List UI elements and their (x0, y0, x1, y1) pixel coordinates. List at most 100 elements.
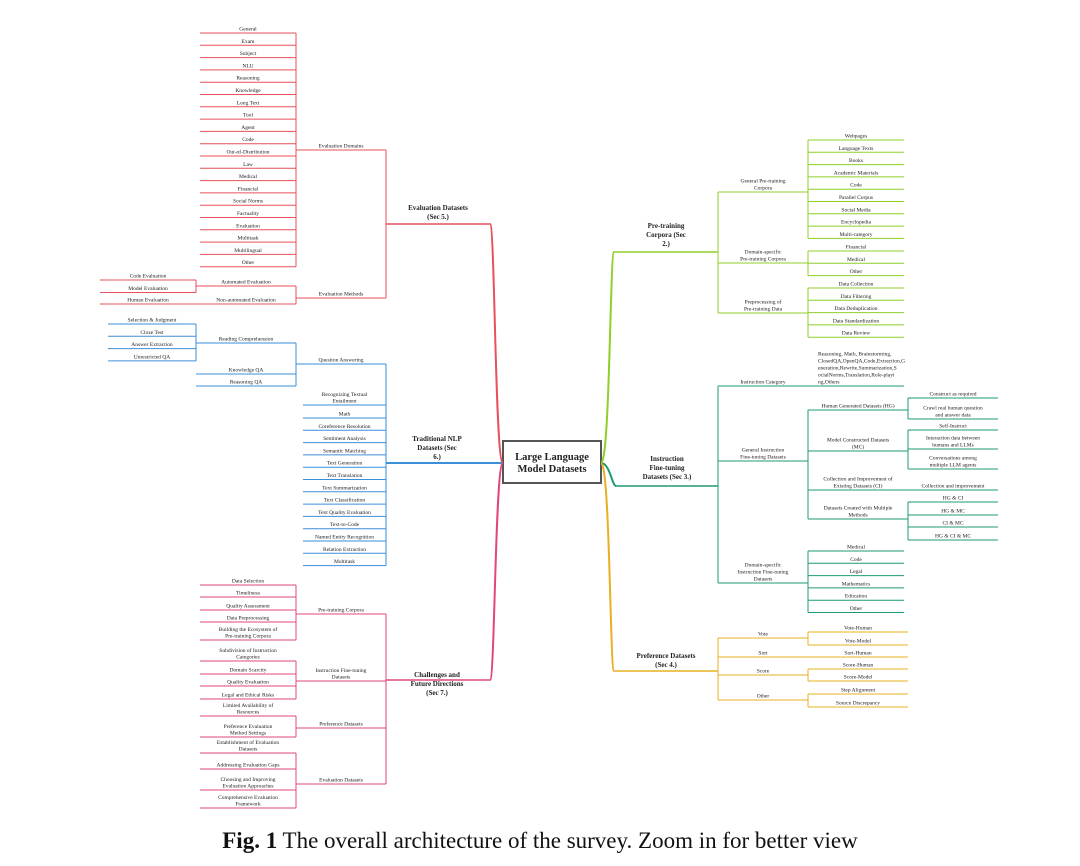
leaf-pre-general-language-texts: Language Texts (839, 146, 874, 152)
svg-text:Preference Evaluation: Preference Evaluation (224, 723, 273, 730)
svg-text:Preference Datasets: Preference Datasets (319, 721, 363, 728)
svg-text:Books: Books (849, 158, 863, 164)
svg-text:General Pre-training: General Pre-training (740, 179, 785, 185)
leaf-pre-proc-data-deduplication: Data Deduplication (835, 306, 878, 312)
svg-text:Score-Human: Score-Human (843, 663, 874, 669)
svg-text:Pre-training Corpora: Pre-training Corpora (225, 634, 271, 640)
node-preference-other: Other (757, 694, 770, 700)
svg-text:(MC): (MC) (852, 444, 864, 451)
svg-text:Code Evaluation: Code Evaluation (130, 274, 167, 280)
leaf-nlp-sentiment-analysis: Sentiment Analysis (323, 436, 366, 442)
leaf-instr-hg-ci: HG & CI (943, 496, 964, 502)
svg-text:Future Directions: Future Directions (411, 680, 464, 688)
leaf-eval-out-of-distribution: Out-of-Distribution (226, 149, 269, 156)
svg-text:Medical: Medical (239, 174, 257, 180)
leaf-eval-multilingual: Multilingual (234, 248, 262, 254)
leaf-eval-human-human-evaluation: Human Evaluation (127, 298, 169, 304)
leaf-pref-sort-human: Sort-Human (844, 651, 871, 657)
node-preference-sort: Sort (758, 651, 768, 657)
svg-text:Sort: Sort (758, 651, 768, 657)
svg-text:Pre-training: Pre-training (648, 222, 685, 230)
leaf-nlp-text-classification: Text Classification (324, 497, 366, 504)
svg-text:Coreference Resolution: Coreference Resolution (318, 423, 370, 430)
svg-text:Limited Availability of: Limited Availability of (223, 702, 273, 709)
svg-text:Large Language: Large Language (515, 452, 589, 463)
svg-text:Instruction: Instruction (650, 455, 684, 463)
svg-text:Other: Other (757, 694, 770, 700)
svg-text:2.): 2.) (662, 240, 670, 248)
leaf-pref-step-alignment: Step Alignment (841, 688, 876, 694)
svg-text:Legal: Legal (850, 569, 863, 575)
leaf-pre-general-books: Books (849, 158, 863, 164)
leaf-pre-domain-other: Other (850, 269, 863, 275)
svg-text:Step Alignment: Step Alignment (841, 688, 876, 694)
svg-text:Other: Other (242, 260, 255, 266)
svg-text:ClosedQA,OpenQA,Code,Extractio: ClosedQA,OpenQA,Code,Extraction,G (818, 359, 905, 365)
svg-text:General Instruction: General Instruction (742, 448, 785, 454)
leaf-challenge-quality-evaluation: Quality Evaluation (227, 680, 269, 686)
leaf-eval-social-norms: Social Norms (233, 199, 263, 205)
svg-text:Multi-category: Multi-category (840, 232, 873, 238)
leaf-eval-medical: Medical (239, 174, 257, 180)
leaf-instr-domain-mathematics: Mathematics (842, 581, 870, 587)
svg-text:Evaluation Approaches: Evaluation Approaches (222, 784, 273, 790)
svg-text:Instruction Category: Instruction Category (740, 380, 786, 386)
leaf-instr-domain-other: Other (850, 606, 863, 612)
svg-text:ocialNorms,Translation,Role-pl: ocialNorms,Translation,Role-playi (818, 373, 895, 379)
svg-text:Vote-Human: Vote-Human (844, 626, 872, 632)
svg-text:Challenges and: Challenges and (414, 671, 460, 679)
leaf-nlp-text-quality-evaluation: Text Quality Evaluation (318, 510, 371, 516)
svg-text:Traditional NLP: Traditional NLP (412, 435, 462, 443)
svg-text:Webpages: Webpages (845, 134, 867, 140)
svg-text:Score: Score (757, 669, 770, 675)
svg-text:Text Summarization: Text Summarization (322, 485, 367, 491)
svg-text:CI & MC: CI & MC (942, 521, 963, 527)
svg-text:Score-Model: Score-Model (844, 675, 873, 681)
svg-text:Collection and improvement: Collection and improvement (922, 484, 985, 490)
svg-text:Tool: Tool (243, 113, 253, 119)
svg-text:(Sec 4.): (Sec 4.) (655, 661, 677, 669)
leaf-eval-evaluation: Evaluation (236, 223, 260, 229)
svg-text:and answer data: and answer data (935, 413, 971, 419)
svg-text:Text Translation: Text Translation (327, 473, 363, 479)
svg-text:Language Texts: Language Texts (839, 146, 874, 152)
svg-text:Financial: Financial (846, 245, 867, 251)
svg-text:Pre-training Corpora: Pre-training Corpora (740, 257, 786, 263)
svg-text:Datasets: Datasets (332, 675, 351, 681)
leaf-instr-domain-medical: Medical (847, 545, 865, 551)
figure-caption-text: The overall architecture of the survey. … (282, 828, 858, 853)
leaf-nlp-rc-selection-judgment: Selection & Judgment (128, 318, 177, 324)
leaf-eval-other: Other (242, 260, 255, 266)
leaf-instruction-category-list: Reasoning, Math, Brainstorming,ClosedQA,… (818, 352, 905, 386)
node-challenge-preference-datasets: Preference Datasets (319, 721, 363, 728)
svg-text:Code: Code (850, 557, 862, 563)
figure-caption: Fig. 1 The overall architecture of the s… (0, 828, 1080, 854)
leaf-eval-code: Code (242, 137, 254, 143)
leaf-eval-factuality: Factuality (237, 211, 259, 217)
leaf-nlp-named-entity-recognition: Named Entity Recognition (315, 535, 374, 541)
svg-text:Sort-Human: Sort-Human (844, 651, 871, 657)
leaf-eval-subject: Subject (240, 51, 257, 57)
leaf-nlp-coreference-resolution: Coreference Resolution (318, 423, 370, 430)
svg-text:Data Collection: Data Collection (839, 282, 874, 288)
svg-text:Reasoning: Reasoning (236, 76, 259, 82)
svg-text:(Sec 5.): (Sec 5.) (427, 213, 449, 221)
node-automated-evaluation: Automated Evaluation (221, 280, 271, 286)
curve-preference (600, 462, 615, 672)
node-model-constructed-datasets-mc: Model Constructed Datasets(MC) (827, 438, 889, 451)
leaf-pre-proc-data-review: Data Review (842, 331, 871, 337)
